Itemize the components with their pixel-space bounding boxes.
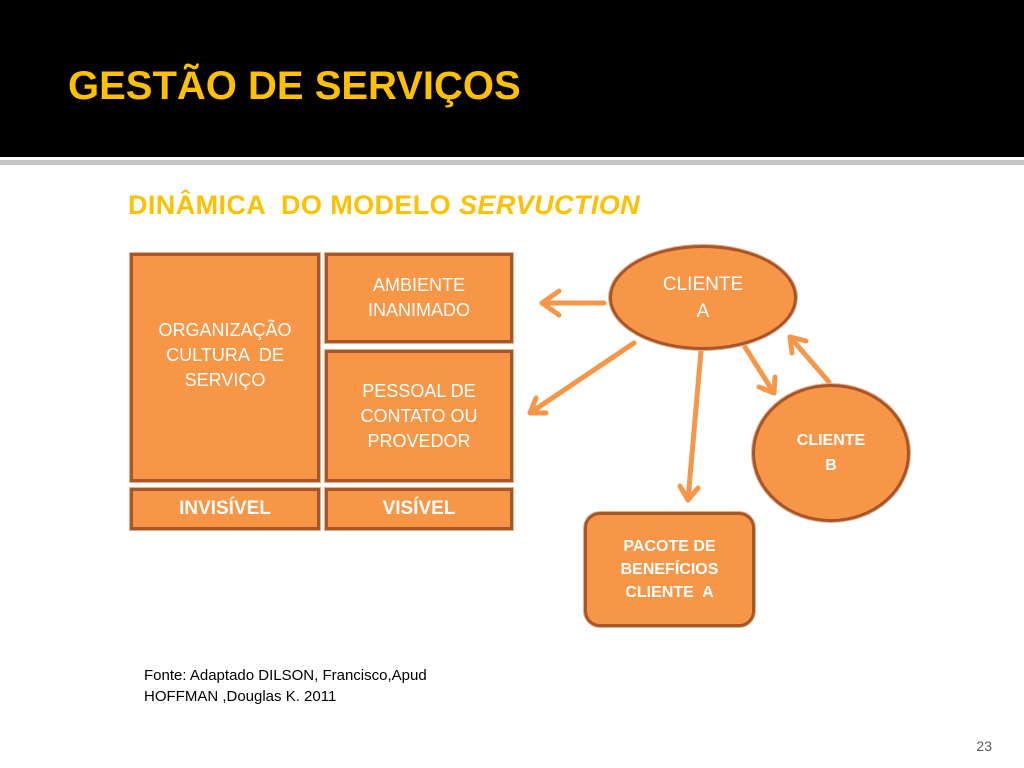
arrow-cliente-a-to-pessoal bbox=[527, 340, 637, 416]
box-organizacao-line: SERVIÇO bbox=[184, 370, 266, 390]
box-ambiente-line: AMBIENTE bbox=[372, 275, 465, 295]
slide-subtitle: DINÂMICA DO MODELO SERVUCTION bbox=[128, 189, 640, 221]
box-pessoal-line: PROVEDOR bbox=[367, 430, 471, 451]
box-pessoal-line: PESSOAL DE bbox=[362, 380, 476, 401]
label-invisivel-text: INVISÍVEL bbox=[179, 498, 271, 519]
arrow-cliente-a-to-pacote bbox=[677, 348, 704, 503]
pacote-line: PACOTE DE bbox=[623, 538, 716, 555]
label-visivel: VISÍVEL bbox=[325, 488, 513, 530]
header-divider-line bbox=[0, 160, 1024, 165]
cliente-b-line: B bbox=[825, 457, 837, 474]
cliente-a-line: A bbox=[696, 300, 710, 322]
label-invisivel: INVISÍVEL bbox=[130, 488, 320, 530]
ellipse-cliente-a: CLIENTE A bbox=[609, 245, 797, 350]
box-organizacao: ORGANIZAÇÃO CULTURA DE SERVIÇO bbox=[130, 253, 320, 482]
box-ambiente-inanimado: AMBIENTE INANIMADO bbox=[325, 253, 513, 343]
box-organizacao-line: ORGANIZAÇÃO bbox=[158, 320, 292, 340]
arrow-cliente-a-to-cliente-b bbox=[742, 344, 778, 396]
ellipse-cliente-b: CLIENTE B bbox=[752, 384, 910, 522]
cliente-b-line: CLIENTE bbox=[796, 432, 866, 449]
box-pacote-beneficios: PACOTE DE BENEFÍCIOS CLIENTE A bbox=[584, 512, 755, 627]
source-line: HOFFMAN ,Douglas K. 2011 bbox=[144, 688, 337, 705]
source-line: Fonte: Adaptado DILSON, Francisco,Apud bbox=[144, 667, 427, 684]
box-ambiente-line: INANIMADO bbox=[367, 300, 470, 320]
source-citation: Fonte: Adaptado DILSON, Francisco,Apud H… bbox=[144, 665, 427, 707]
box-pessoal-line: CONTATO OU bbox=[360, 405, 478, 426]
pacote-line: CLIENTE A bbox=[625, 584, 714, 601]
label-visivel-text: VISÍVEL bbox=[382, 498, 456, 519]
arrow-cliente-a-to-ambiente bbox=[539, 288, 607, 318]
box-pessoal-de-contato: PESSOAL DE CONTATO OU PROVEDOR bbox=[325, 350, 513, 482]
subtitle-emphasis: SERVUCTION bbox=[459, 190, 641, 220]
pacote-line: BENEFÍCIOS bbox=[620, 561, 719, 578]
slide-title: GESTÃO DE SERVIÇOS bbox=[68, 64, 521, 108]
box-organizacao-line: CULTURA DE bbox=[166, 345, 284, 365]
slide-header-band bbox=[0, 0, 1024, 157]
page-number: 23 bbox=[976, 738, 992, 754]
arrow-cliente-b-to-cliente-a bbox=[787, 334, 832, 385]
cliente-a-line: CLIENTE bbox=[662, 273, 744, 295]
subtitle-text: DINÂMICA DO MODELO bbox=[128, 190, 459, 220]
